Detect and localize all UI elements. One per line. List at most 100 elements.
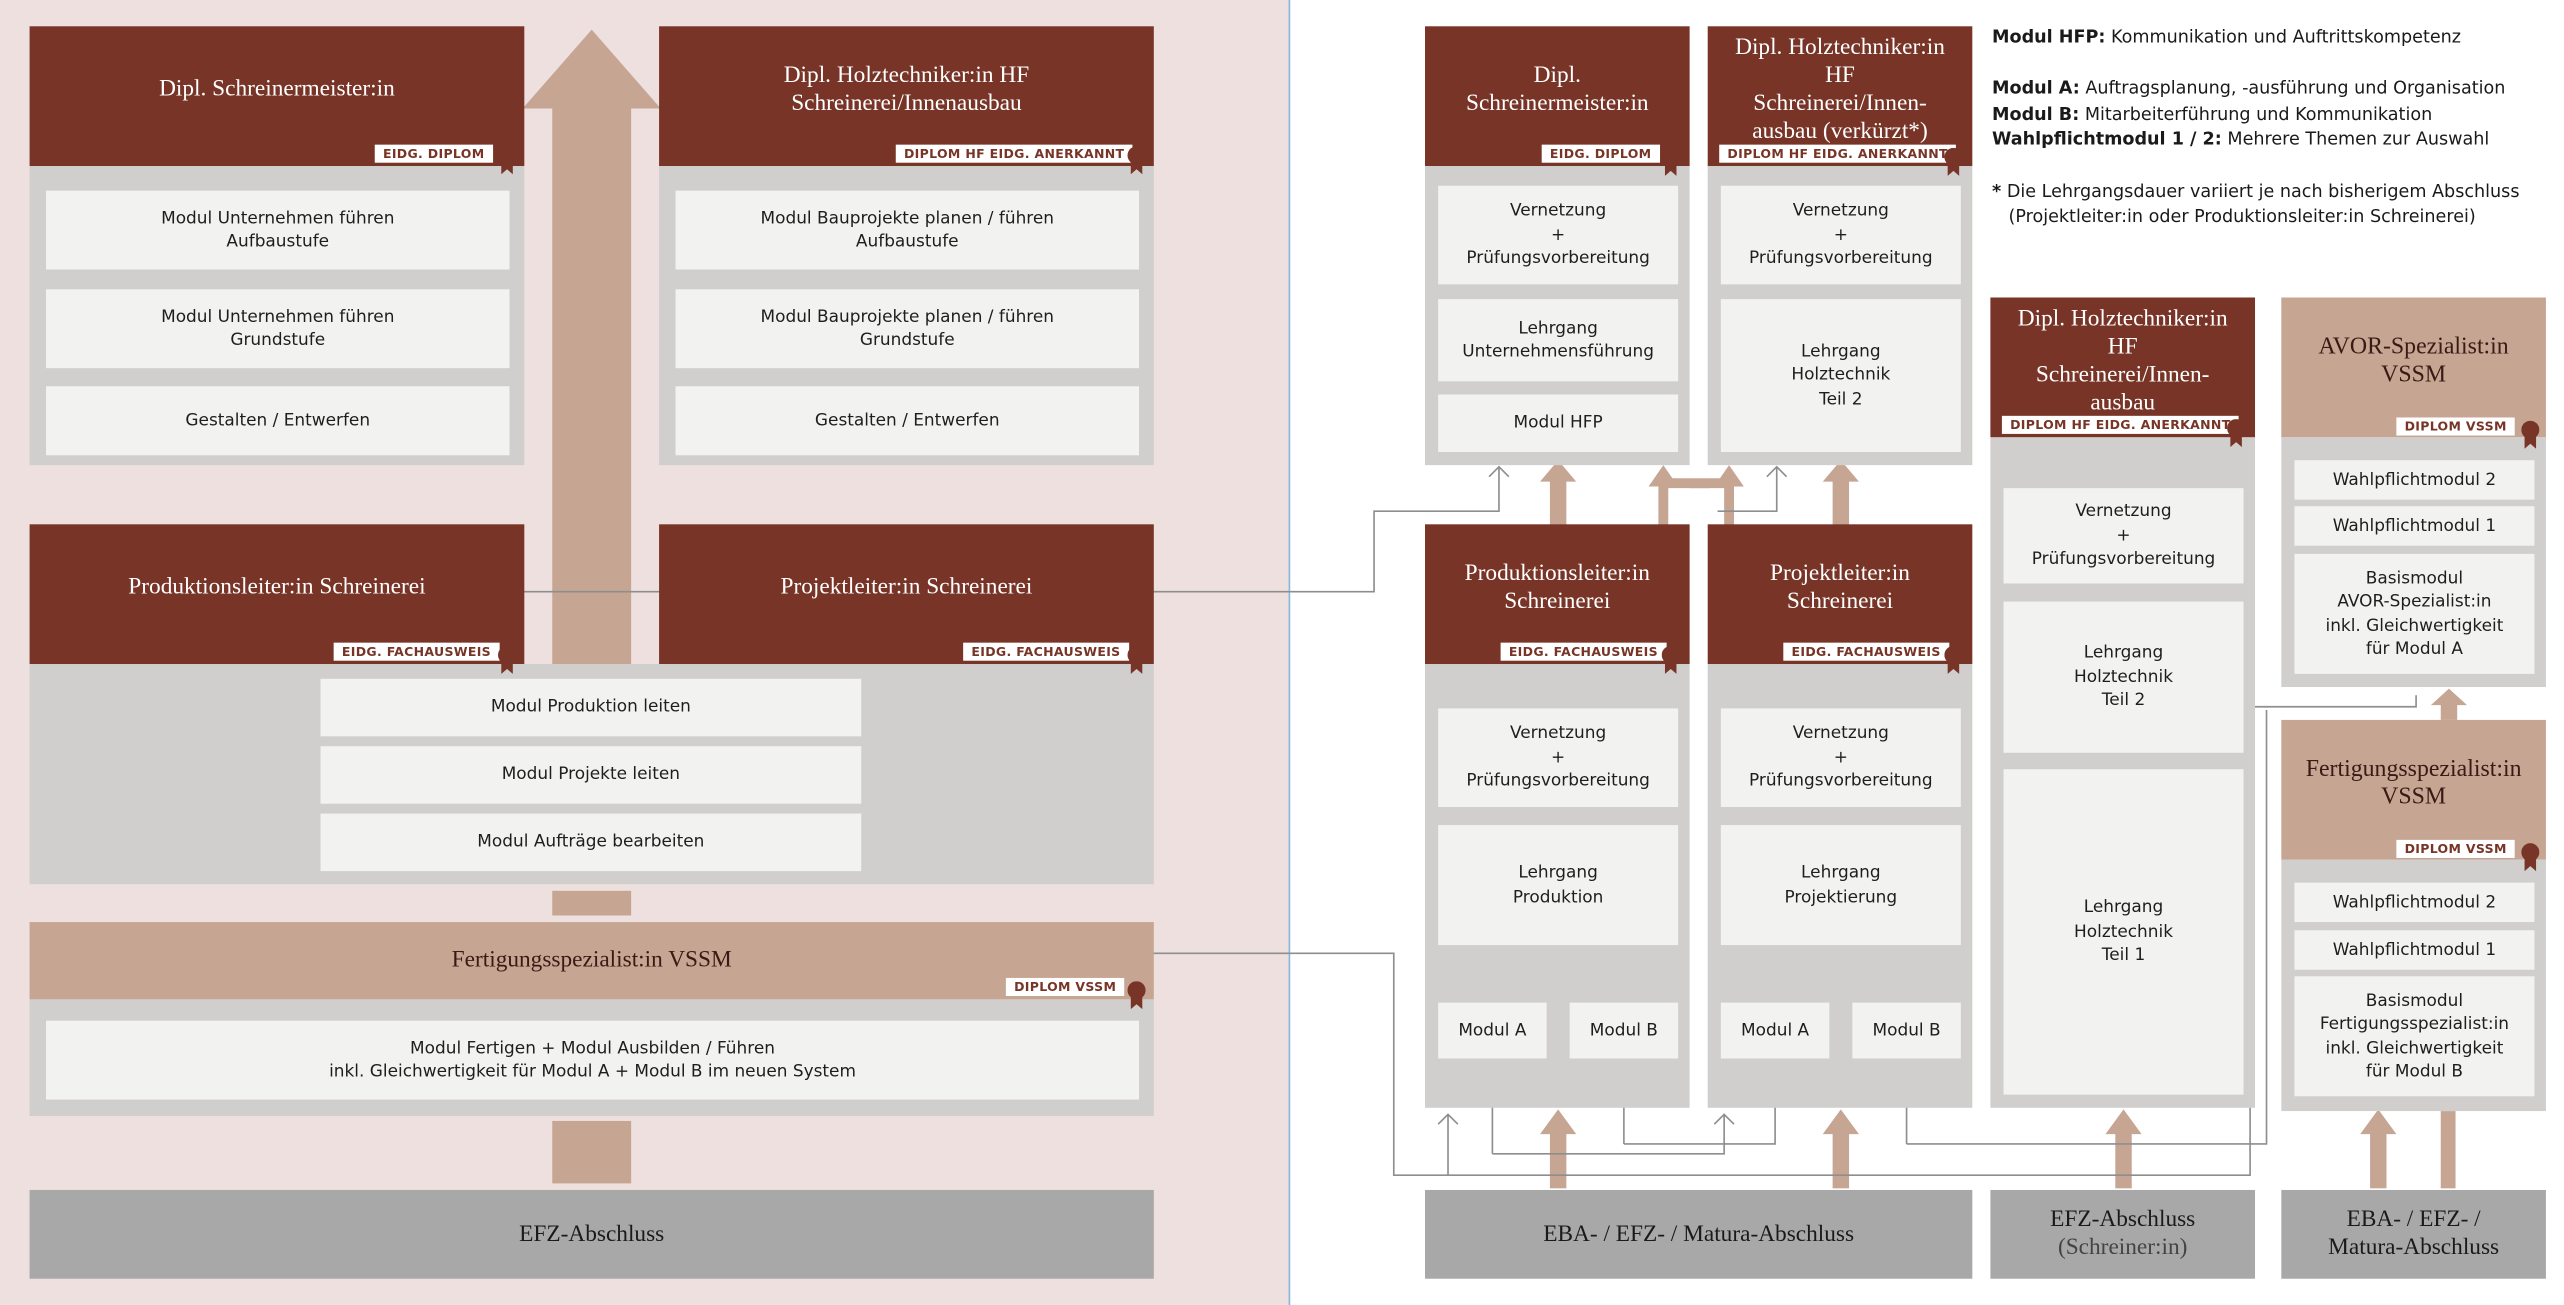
- legend-module-a-label: Modul A:: [1992, 77, 2080, 99]
- legend-module-a: Modul A: Auftragsplanung, -ausführung un…: [1992, 76, 2505, 101]
- left-projektleiter-header: Projektleiter:in Schreinerei: [659, 524, 1154, 665]
- right-base-eba-2-label: EBA- / EFZ- / Matura-Abschluss: [2328, 1206, 2500, 1261]
- left-holztechniker-seal-icon: [1127, 146, 1146, 175]
- right-base-eba-2: EBA- / EFZ- / Matura-Abschluss: [2281, 1189, 2546, 1279]
- left-meister-module-3: Gestalten / Entwerfen: [46, 386, 510, 456]
- right-avor-seal-icon: [2521, 420, 2540, 449]
- legend-note: * Die Lehrgangsdauer variiert je nach bi…: [1992, 179, 2519, 204]
- left-meister-header: Dipl. Schreinermeister:in: [29, 26, 525, 167]
- right-base-efz-label: EFZ-Abschluss: [2050, 1206, 2196, 1233]
- right-avor-module-3: Basismodul AVOR-Spezialist:in inkl. Glei…: [2294, 553, 2535, 674]
- left-shared-module-1: Modul Produktion leiten: [320, 678, 862, 737]
- left-produktionsleiter-header: Produktionsleiter:in Schreinerei: [29, 524, 525, 665]
- left-projektleiter-title: Projektleiter:in Schreinerei: [780, 573, 1033, 600]
- left-holztechniker-module-2: Modul Bauprojekte planen / führen Grunds…: [675, 289, 1140, 369]
- right-produktionsleiter-module-1: Vernetzung + Prüfungsvorbereitung: [1438, 708, 1679, 808]
- right-meister-module-2: Lehrgang Unternehmensführung: [1438, 299, 1679, 382]
- right-projektleiter-title: Projektleiter:in Schreinerei: [1770, 559, 1910, 614]
- left-efz-label: EFZ-Abschluss: [519, 1220, 665, 1247]
- right-meister-header: Dipl. Schreinermeister:in: [1425, 26, 1690, 167]
- legend-note-line-1: Die Lehrgangsdauer variiert je nach bish…: [2006, 180, 2520, 203]
- right-produktionsleiter-header: Produktionsleiter:in Schreinerei: [1425, 524, 1690, 665]
- right-fertigung-header: Fertigungsspezialist:in VSSM: [2281, 719, 2546, 860]
- right-holztechniker-full-header: Dipl. Holztechniker:in HF Schreinerei/In…: [1990, 297, 2256, 438]
- right-holztechniker-short-module-2: Lehrgang Holztechnik Teil 2: [1720, 299, 1961, 452]
- left-shared-module-2: Modul Projekte leiten: [320, 746, 862, 804]
- right-base-eba: EBA- / EFZ- / Matura-Abschluss: [1425, 1189, 1973, 1279]
- left-meister-badge: EIDG. DIPLOM: [374, 144, 493, 163]
- left-efz-base: EFZ-Abschluss: [29, 1189, 1154, 1279]
- left-holztechniker-module-3: Gestalten / Entwerfen: [675, 386, 1140, 456]
- right-meister-seal-icon: [1661, 147, 1680, 176]
- right-projektleiter-seal-icon: [1944, 645, 1963, 674]
- right-avor-title: AVOR-Spezialist:in VSSM: [2318, 332, 2509, 388]
- left-shared-module-3: Modul Aufträge bearbeiten: [320, 813, 862, 872]
- legend-wahlpflicht-label: Wahlpflichtmodul 1 / 2:: [1992, 128, 2222, 150]
- legend-module-b: Modul B: Mitarbeiterführung und Kommunik…: [1992, 102, 2432, 127]
- right-meister-module-1: Vernetzung + Prüfungsvorbereitung: [1438, 185, 1679, 285]
- left-arrow-segment-bottom: [552, 1120, 632, 1184]
- left-projektleiter-seal-icon: [1127, 645, 1146, 674]
- right-avor-badge: DIPLOM VSSM: [2396, 417, 2515, 436]
- right-avor-module-1: Wahlpflichtmodul 2: [2294, 460, 2535, 500]
- legend-note-2: (Projektleiter:in oder Produktionsleiter…: [2008, 204, 2475, 229]
- right-holztechniker-full-module-2: Lehrgang Holztechnik Teil 2: [2003, 601, 2244, 753]
- left-fertigung-header: Fertigungsspezialist:in VSSM: [29, 922, 1154, 1000]
- left-produktionsleiter-seal-icon: [498, 645, 517, 674]
- right-holztechniker-full-badge: DIPLOM HF EIDG. ANERKANNT: [2001, 415, 2239, 434]
- legend-note-star: *: [1992, 180, 2002, 203]
- legend-module-b-label: Modul B:: [1992, 103, 2080, 125]
- right-produktionsleiter-seal-icon: [1661, 645, 1680, 674]
- legend-module-a-text: Auftragsplanung, -ausführung und Organis…: [2085, 77, 2506, 99]
- left-big-arrow-head: [522, 29, 661, 109]
- right-holztechniker-full-seal-icon: [2227, 419, 2246, 448]
- left-meister-seal-icon: [498, 146, 517, 175]
- right-produktionsleiter-title: Produktionsleiter:in Schreinerei: [1464, 559, 1650, 614]
- right-meister-module-3: Modul HFP: [1438, 394, 1679, 452]
- left-holztechniker-module-1: Modul Bauprojekte planen / führen Aufbau…: [675, 190, 1140, 270]
- left-meister-module-1: Modul Unternehmen führen Aufbaustufe: [46, 190, 510, 270]
- right-holztechniker-short-seal-icon: [1944, 147, 1963, 176]
- left-holztechniker-title: Dipl. Holztechniker:in HF Schreinerei/In…: [783, 61, 1030, 116]
- left-meister-module-2: Modul Unternehmen führen Grundstufe: [46, 289, 510, 369]
- right-holztechniker-full-title: Dipl. Holztechniker:in HF Schreinerei/In…: [2017, 304, 2228, 416]
- left-produktionsleiter-badge: EIDG. FACHAUSWEIS: [333, 642, 500, 661]
- left-produktionsleiter-title: Produktionsleiter:in Schreinerei: [128, 573, 426, 600]
- right-holztechniker-short-badge: DIPLOM HF EIDG. ANERKANNT: [1719, 144, 1957, 163]
- right-base-efz: EFZ-Abschluss (Schreiner:in): [1990, 1189, 2256, 1279]
- legend-module-b-text: Mitarbeiterführung und Kommunikation: [2084, 103, 2433, 125]
- right-produktionsleiter-module-2: Lehrgang Produktion: [1438, 825, 1679, 946]
- legend-wahlpflicht: Wahlpflichtmodul 1 / 2: Mehrere Themen z…: [1992, 127, 2489, 152]
- left-projektleiter-badge: EIDG. FACHAUSWEIS: [963, 642, 1129, 661]
- left-big-arrow-shaft: [552, 108, 632, 766]
- right-produktionsleiter-module-b: Modul B: [1569, 1002, 1679, 1059]
- legend-hfp: Modul HFP: Kommunikation und Auftrittsko…: [1992, 25, 2461, 50]
- right-holztechniker-short-module-1: Vernetzung + Prüfungsvorbereitung: [1720, 185, 1961, 285]
- right-fertigung-seal-icon: [2521, 843, 2540, 872]
- left-holztechniker-header: Dipl. Holztechniker:in HF Schreinerei/In…: [659, 26, 1154, 167]
- right-projektleiter-module-b: Modul B: [1852, 1002, 1961, 1059]
- right-base-efz-sublabel: (Schreiner:in): [2057, 1234, 2188, 1261]
- right-projektleiter-badge: EIDG. FACHAUSWEIS: [1783, 642, 1949, 661]
- right-avor-header: AVOR-Spezialist:in VSSM: [2281, 297, 2546, 438]
- right-avor-module-2: Wahlpflichtmodul 1: [2294, 506, 2535, 546]
- right-fertigung-module-3: Basismodul Fertigungsspezialist:in inkl.…: [2294, 976, 2535, 1097]
- legend-wahlpflicht-text: Mehrere Themen zur Auswahl: [2227, 128, 2490, 150]
- left-meister-title: Dipl. Schreinermeister:in: [159, 75, 395, 102]
- right-holztechniker-short-header: Dipl. Holztechniker:in HF Schreinerei/In…: [1707, 26, 1973, 167]
- left-holztechniker-badge: DIPLOM HF EIDG. ANERKANNT: [895, 144, 1133, 163]
- legend-hfp-label: Modul HFP:: [1992, 26, 2106, 48]
- right-projektleiter-header: Projektleiter:in Schreinerei: [1707, 524, 1973, 665]
- right-holztechniker-short-title: Dipl. Holztechniker:in HF Schreinerei/In…: [1735, 33, 1945, 144]
- right-projektleiter-module-a: Modul A: [1720, 1002, 1830, 1059]
- legend-hfp-text: Kommunikation und Auftrittskompetenz: [2111, 26, 2462, 48]
- right-base-eba-label: EBA- / EFZ- / Matura-Abschluss: [1543, 1220, 1855, 1247]
- right-produktionsleiter-badge: EIDG. FACHAUSWEIS: [1500, 642, 1667, 661]
- right-meister-badge: EIDG. DIPLOM: [1541, 144, 1660, 163]
- left-arrow-segment-middle: [552, 890, 632, 916]
- right-fertigung-module-2: Wahlpflichtmodul 1: [2294, 930, 2535, 970]
- left-fertigung-seal-icon: [1127, 981, 1146, 1010]
- left-fertigung-badge: DIPLOM VSSM: [1005, 977, 1125, 997]
- panel-divider: [1288, 0, 1291, 1305]
